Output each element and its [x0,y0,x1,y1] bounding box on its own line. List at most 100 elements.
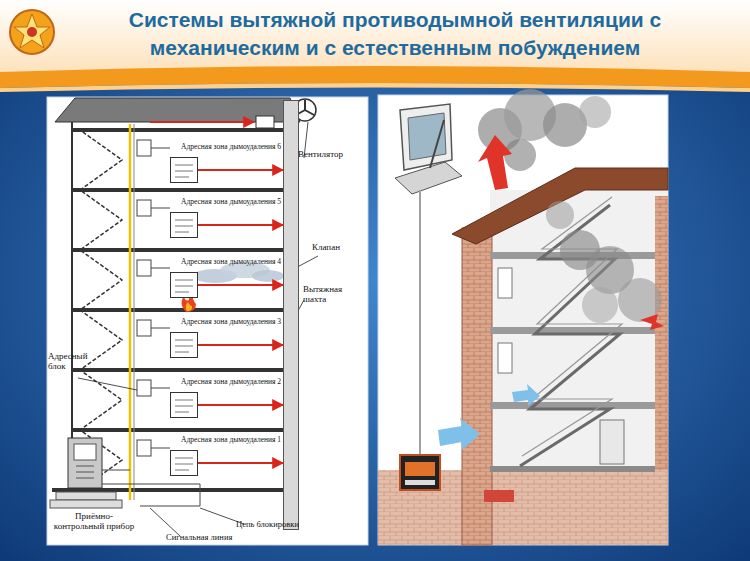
building-drawing [129,124,132,500]
valve-detail [175,165,193,177]
smoke-cloud [252,270,284,282]
zone-label: Адресная зона дымоудаления 5 [181,198,281,206]
building-drawing [72,368,283,372]
smoke-flow-arrow [262,462,283,464]
valve-box [170,450,198,476]
smoke-hatch [408,113,446,160]
panel [378,95,668,545]
zone-label: Адресная зона дымоудаления 3 [181,318,281,326]
smoke-hatch [405,480,435,485]
duct-line [198,224,262,226]
valve-box [170,157,198,183]
valve-label: Клапан [312,243,362,253]
duct-line [198,462,262,464]
valve-detail [175,280,193,292]
zone-label: Адресная зона дымоудаления 1 [181,436,281,444]
building-drawing [80,130,122,490]
smoke-zone: Адресная зона дымоудаления 6 [167,143,262,187]
airflow-arrow [478,135,512,190]
building-drawing [137,200,151,216]
building-drawing [71,122,73,490]
building-drawing [72,428,283,432]
slide-background [0,83,750,92]
address-unit-label: Адресный блок [48,352,96,372]
house-illustration [498,268,512,298]
duct-line [167,258,262,302]
duct-line [167,318,262,362]
zone-label: Адресная зона дымоудаления 6 [181,143,281,151]
zone-label: Адресная зона дымоудаления 4 [181,258,281,266]
smoke-zone: Адресная зона дымоудаления 5 [167,198,262,242]
fan-label: Вентилятор [298,150,358,160]
building-drawing [56,492,116,500]
duct-line [198,344,262,346]
duct-line [167,378,262,422]
building-drawing [72,188,283,192]
building-drawing [72,308,283,312]
duct-line [198,404,262,406]
building-drawing [137,380,151,396]
smoke-zone: Адресная зона дымоудаления 3 [167,318,262,362]
slide-title: Системы вытяжной противодымной вентиляци… [110,6,680,62]
house-illustration [452,168,668,244]
building-drawing [137,260,151,276]
duct-line [198,284,262,286]
smoke-flow-arrow [262,224,283,226]
building-drawing [134,124,135,500]
building-drawing [76,466,94,478]
house-illustration [490,466,655,472]
building-drawing [137,320,151,336]
smoke-hatch [405,462,435,476]
smoke-hatch [419,190,421,455]
valve-detail [175,340,193,352]
smoke-flow-arrow [262,404,283,406]
valve-box [170,332,198,358]
airflow-arrow [438,135,664,450]
building-drawing [72,248,283,252]
smoke-zone: Адресная зона дымоудаления 2 [167,378,262,422]
building-drawing [151,148,170,448]
exhaust-shaft: Вытяжная шахта [283,100,299,530]
panel [47,97,368,545]
house-illustration [490,190,668,470]
duct-line [167,143,262,187]
house-illustration [378,470,668,545]
smoke-cloud [546,201,574,229]
smoke-hatch [400,455,440,490]
building-drawing [137,440,151,456]
emblem [10,10,54,54]
smoke-cloud [582,287,618,323]
duct-line [167,198,262,242]
airflow-arrow [640,314,664,330]
house-illustration [655,196,668,470]
house-illustration [484,490,514,502]
slide-background [0,0,750,72]
emblem [27,27,37,37]
building-drawing [68,438,102,488]
valve-detail [175,220,193,232]
building-drawing [102,484,200,506]
duct-line [198,169,262,171]
building-drawing [137,140,151,156]
signal-line-label: Сигнальная линия [166,533,256,542]
duct-line [167,436,262,480]
building-drawing [102,470,130,471]
smoke-flow-arrow [262,284,283,286]
building-drawing [72,128,283,132]
building-drawing [50,98,316,508]
house-illustration [378,168,668,545]
smoke-cloud [579,96,611,128]
building-drawing [52,488,297,492]
house-illustration [600,420,624,464]
interlock-label: Цепь блокировки [236,520,316,529]
emblem [14,14,50,48]
building-drawing [256,116,274,128]
smoke-hatch [430,120,444,168]
valve-box [170,212,198,238]
leader-line [78,378,137,390]
